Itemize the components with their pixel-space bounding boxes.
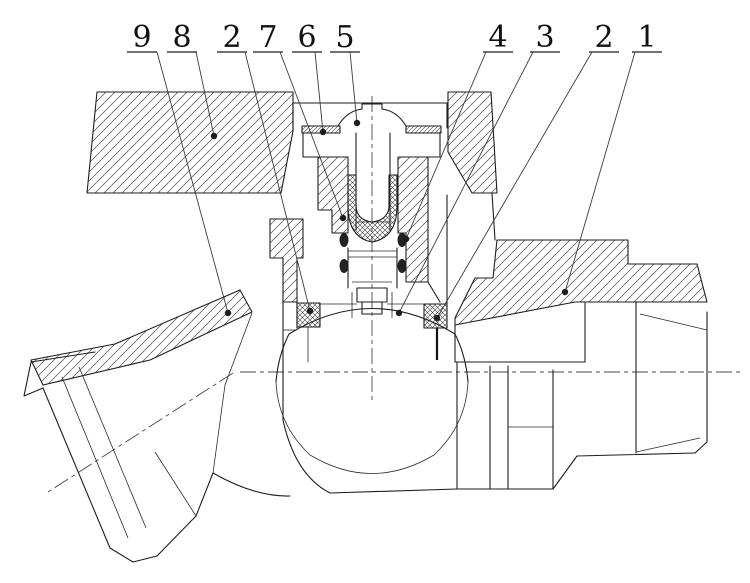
bonnet	[317, 156, 441, 303]
leader-dot	[306, 307, 314, 315]
leader-dot	[353, 119, 361, 127]
thread-chamfer-bottom	[694, 441, 708, 454]
body-left-wall-section	[269, 218, 304, 303]
leader-dot	[433, 314, 441, 322]
tenon-lower	[361, 301, 383, 315]
body-upper-right-section	[454, 239, 708, 326]
part-number-text: 4	[488, 20, 507, 55]
leader-dot	[210, 132, 218, 140]
o-ring-upper-left	[339, 233, 349, 247]
spout-left-chamfer	[23, 351, 96, 397]
part-number-text: 8	[172, 20, 191, 55]
leader-line	[436, 51, 593, 319]
body-bottom-outline	[282, 419, 458, 494]
thread-crest-top	[639, 313, 708, 331]
spout-right-edge	[195, 472, 214, 517]
hex-chamfer	[552, 455, 578, 490]
spout-tip-face	[109, 547, 158, 563]
leader-dot	[319, 128, 327, 136]
spout-thread-line-1	[61, 376, 129, 539]
bonnet-flange-section	[447, 91, 498, 194]
part-label-3-7: 3	[395, 20, 560, 317]
part-label-4-6: 4	[402, 20, 513, 243]
o-ring-lower-right	[397, 259, 407, 273]
spout-tip-right-edge	[156, 515, 197, 557]
spout	[23, 289, 291, 563]
handle-hub	[292, 102, 448, 158]
part-label-5-5: 5	[330, 20, 361, 127]
handle	[86, 91, 294, 194]
leader-line	[349, 51, 358, 124]
spout-upper-wall-section	[30, 289, 253, 386]
body-left	[269, 218, 304, 421]
spout-outer-left-edge	[42, 387, 111, 549]
leader-dot	[224, 309, 232, 317]
washer-right-section	[405, 125, 442, 134]
bonnet-left-section	[317, 156, 349, 234]
spout-thread-line-2	[78, 366, 147, 529]
leader-line	[279, 51, 344, 219]
screw-head	[337, 103, 407, 127]
spout-inner-right-line	[212, 312, 253, 474]
ball-left-arc	[275, 333, 290, 383]
part-label-1-9: 1	[561, 20, 662, 296]
part-number-text: 5	[335, 20, 354, 55]
ball-lower-right-arc	[433, 381, 469, 456]
spout-axis-centerline	[47, 372, 234, 493]
leader-dot	[402, 235, 410, 243]
ball-bottom-arc	[309, 454, 435, 474]
ball-right-arc	[454, 333, 469, 383]
bonnet-right-section	[397, 156, 429, 283]
leader-dot	[395, 309, 403, 317]
o-ring-lower-left	[339, 259, 349, 273]
thread-bottom	[576, 452, 696, 457]
leader-line	[405, 51, 487, 240]
ball	[275, 307, 469, 474]
leader-line	[195, 51, 215, 137]
spout-to-body-bottom	[212, 472, 291, 497]
leader-line	[156, 51, 229, 314]
body-right	[282, 239, 708, 494]
handle-bar-section	[86, 91, 294, 194]
part-number-text: 7	[258, 20, 277, 55]
leader-dot	[561, 288, 569, 296]
leader-line	[564, 51, 636, 293]
part-label-2-2: 2	[217, 20, 314, 315]
part-number-text: 3	[535, 20, 554, 55]
part-label-6-4: 6	[292, 20, 327, 136]
ball-top-arc	[288, 307, 456, 335]
leader-line	[398, 51, 534, 314]
part-number-text: 9	[132, 20, 151, 55]
stem	[355, 132, 391, 231]
thread-crest-bottom	[635, 437, 701, 453]
flange-to-body-edge	[491, 192, 496, 241]
part-number-text: 2	[222, 20, 241, 55]
part-label-9-0: 9	[127, 20, 232, 317]
part-label-7-3: 7	[253, 20, 347, 222]
ball-lower-left-arc	[275, 381, 311, 456]
part-number-text: 2	[594, 20, 613, 55]
part-number-text: 1	[637, 20, 656, 55]
leader-line	[314, 51, 324, 133]
leader-dot	[339, 214, 347, 222]
part-number-text: 6	[297, 20, 316, 55]
bonnet-body-joint	[427, 281, 441, 303]
cup-packing	[347, 174, 398, 243]
spout-shoulder-line	[154, 451, 197, 517]
stem-tenon	[351, 287, 393, 318]
part-label-2-8: 2	[433, 20, 619, 322]
leader-line	[244, 51, 311, 312]
part-label-8-1: 8	[167, 20, 218, 140]
